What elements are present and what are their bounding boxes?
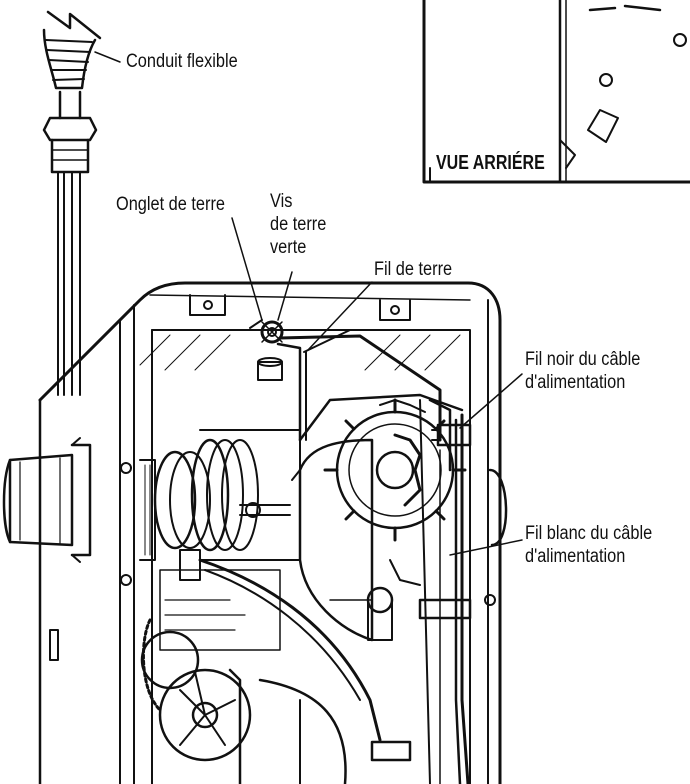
sprocket (323, 398, 467, 542)
label-white-wire: Fil blanc du câble d'alimentation (525, 523, 653, 567)
side-knob (488, 468, 508, 547)
label-black-wire: Fil noir du câble d'alimentation (525, 349, 641, 393)
label-green-screw: Vis de terre verte (270, 191, 327, 258)
control-board (159, 549, 382, 742)
leader-lines (94, 51, 523, 556)
conduit-fitting (2, 437, 92, 563)
rear-view-inset (422, 0, 690, 184)
fan (158, 668, 347, 784)
label-ground-tab: Onglet de terre (116, 194, 226, 215)
housing (38, 281, 502, 784)
flexible-conduit (42, 10, 102, 396)
ground-wire-path (276, 329, 464, 442)
label-ground-wire: Fil de terre (374, 259, 453, 280)
inset-title: VUE ARRIÉRE (436, 152, 545, 174)
drive-rail (366, 399, 441, 784)
label-conduit: Conduit flexible (126, 51, 238, 72)
gear-wheel (140, 618, 200, 712)
ground-screw (249, 319, 284, 381)
motor-assembly (139, 429, 301, 561)
